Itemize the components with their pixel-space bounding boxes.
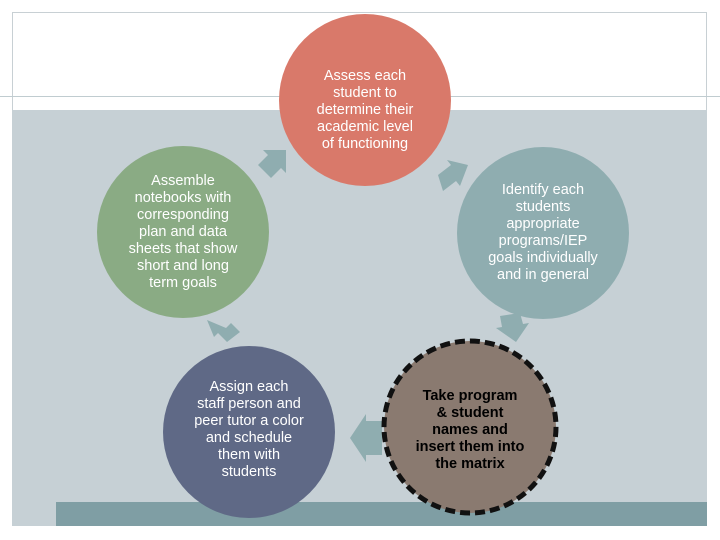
arrow-identify-to-take-program — [496, 313, 529, 342]
footer-bar — [12, 502, 707, 526]
arrow-assemble-to-assess — [258, 150, 286, 178]
step-assign-text: Assign each staff person and peer tutor … — [194, 379, 304, 480]
cycle-arrows — [207, 150, 529, 462]
arrow-take-program-to-assign — [350, 414, 382, 462]
step-circle-assemble — [97, 146, 269, 318]
step-identify-text: Identify each students appropriate progr… — [488, 182, 598, 283]
step-take-program-text: Take program & student names and insert … — [415, 387, 525, 472]
step-assess-text: Assess each student to determine their a… — [316, 67, 414, 152]
step-circle-assign — [163, 346, 335, 518]
step-circle-take-program-dashed-outline — [381, 338, 559, 516]
arrow-assess-to-identify — [438, 160, 468, 191]
step-assemble-text: Assemble notebooks with corresponding pl… — [128, 172, 238, 291]
step-circle-assess — [279, 14, 451, 186]
footer-bar-accent — [12, 502, 56, 526]
arrow-assign-to-assemble — [207, 320, 240, 342]
step-circle-take-program — [384, 341, 556, 513]
step-circle-identify — [457, 147, 629, 319]
